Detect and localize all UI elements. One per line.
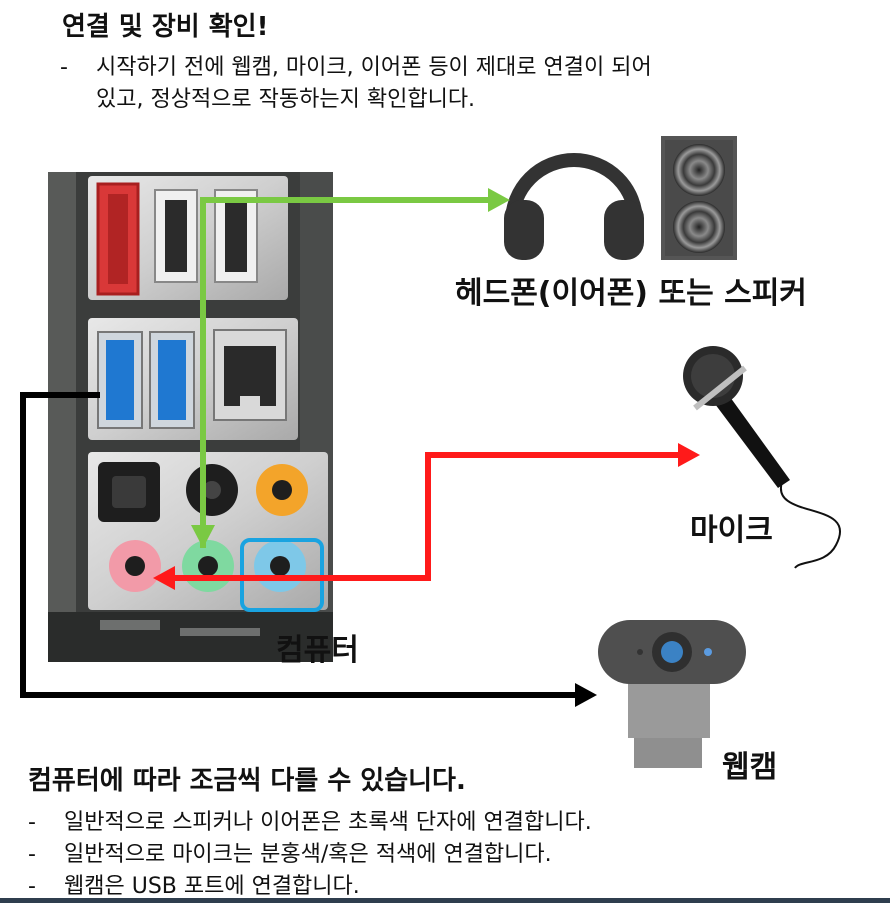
note-item: - 일반적으로 마이크는 분홍색/혹은 적색에 연결합니다.: [28, 836, 552, 868]
green-arrow: [191, 188, 510, 548]
note-item: - 웹캠은 USB 포트에 연결합니다.: [28, 868, 360, 900]
note-dash: -: [28, 842, 36, 867]
microphone-icon: [683, 346, 841, 569]
notes-title: 컴퓨터에 따라 조금씩 다를 수 있습니다.: [28, 766, 466, 796]
black-arrow: [20, 392, 597, 707]
intro-line-1: 시작하기 전에 웹캠, 마이크, 이어폰 등이 제대로 연결이 되어: [96, 55, 652, 80]
note-text: 일반적으로 마이크는 분홍색/혹은 적색에 연결합니다.: [64, 842, 552, 867]
bottom-divider: [0, 898, 890, 903]
mic-label: 마이크: [690, 513, 773, 548]
webcam-icon: [598, 620, 746, 768]
intro-dash: -: [60, 55, 68, 80]
computer-io-panel: [48, 172, 333, 662]
webcam-label: 웹캠: [722, 750, 778, 785]
headphones-speaker-label: 헤드폰(이어폰) 또는 스피커: [455, 276, 807, 311]
note-dash: -: [28, 874, 36, 899]
note-text: 웹캠은 USB 포트에 연결합니다.: [64, 874, 360, 899]
speaker-icon: [661, 136, 737, 260]
intro-line-2: 있고, 정상적으로 작동하는지 확인합니다.: [96, 87, 476, 112]
headphones-icon: [504, 153, 644, 260]
computer-label: 컴퓨터: [276, 633, 359, 668]
red-arrow: [153, 443, 700, 590]
note-item: - 일반적으로 스피커나 이어폰은 초록색 단자에 연결합니다.: [28, 804, 592, 836]
page-title: 연결 및 장비 확인!: [62, 12, 269, 42]
note-text: 일반적으로 스피커나 이어폰은 초록색 단자에 연결합니다.: [64, 810, 592, 835]
note-dash: -: [28, 810, 36, 835]
